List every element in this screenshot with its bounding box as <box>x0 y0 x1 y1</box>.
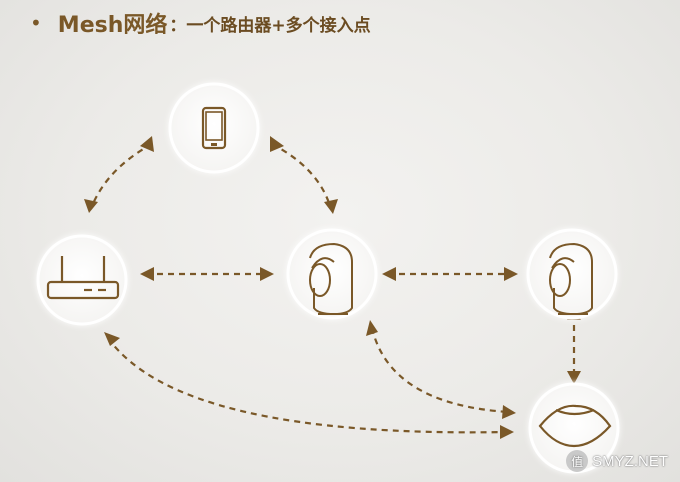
node-ap-center <box>286 228 378 320</box>
link-phone-router <box>90 143 153 207</box>
access-point-icon <box>309 242 353 316</box>
arrow-ap-right-end-1 <box>504 267 518 281</box>
arrow-ap-center-end-4 <box>366 320 378 336</box>
arrow-dome-end-2 <box>502 405 516 419</box>
access-point-icon <box>549 242 593 316</box>
watermark: 值 SMYZ.NET <box>566 450 668 472</box>
links <box>90 143 576 434</box>
watermark-text: SMYZ.NET <box>592 452 668 470</box>
arrow-dome-end-1 <box>567 371 581 384</box>
arrow-ap-center-end-3 <box>382 267 396 281</box>
title-subtitle: ：一个路由器+多个接入点 <box>169 15 371 36</box>
arrow-router-end-3 <box>104 332 120 346</box>
node-dome <box>528 382 620 474</box>
router-icon <box>46 256 120 300</box>
link-router-dome <box>107 337 507 434</box>
node-phone <box>168 82 260 174</box>
link-phone-ap-center <box>271 143 332 207</box>
arrow-phone-end-2 <box>270 136 284 152</box>
arrow-router-end-1 <box>84 199 98 213</box>
dome-access-point-icon <box>538 404 612 448</box>
title-main: Mesh网络 <box>57 13 168 38</box>
watermark-badge: 值 <box>566 450 589 472</box>
slide-title: • Mesh网络 ：一个路由器+多个接入点 <box>30 8 371 38</box>
link-ap-center-dome <box>370 327 509 414</box>
node-ap-right <box>526 228 618 320</box>
arrow-dome-end-3 <box>500 425 514 439</box>
arrow-ap-center-end-2 <box>260 267 274 281</box>
node-router <box>36 234 128 326</box>
smartphone-icon <box>201 106 227 150</box>
bullet-point: • <box>30 11 42 35</box>
arrow-phone-end-1 <box>140 136 154 152</box>
arrow-router-end-2 <box>140 267 154 281</box>
arrow-ap-center-end-1 <box>324 199 338 214</box>
